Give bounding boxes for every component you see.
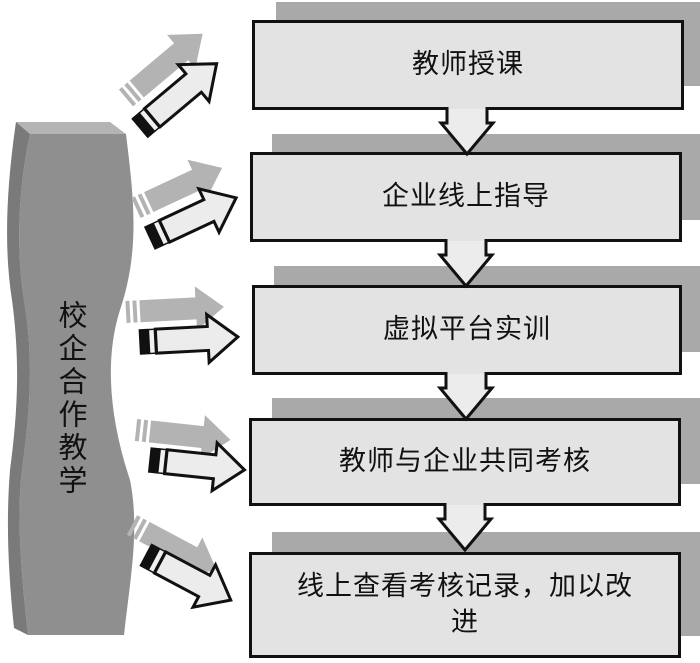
side-arrow-body bbox=[143, 186, 239, 250]
side-arrow-shadow bbox=[126, 515, 217, 577]
source-label: 校企合作教学 bbox=[54, 300, 88, 498]
side-arrow-3 bbox=[125, 286, 241, 366]
step-box-5: 线上查看考核记录，加以改进 bbox=[249, 552, 681, 658]
side-arrow-5 bbox=[126, 515, 233, 610]
banner-left-edge bbox=[7, 122, 31, 635]
down-arrow-3 bbox=[436, 369, 496, 422]
side-arrow-body bbox=[147, 439, 247, 494]
side-arrow-4 bbox=[134, 415, 247, 494]
source-banner bbox=[7, 122, 135, 635]
side-arrow-shadow bbox=[134, 415, 231, 459]
side-arrow-shadow bbox=[125, 286, 224, 331]
down-arrow-4 bbox=[435, 500, 495, 553]
step-box-1: 教师授课 bbox=[252, 20, 684, 110]
banner-top-face bbox=[16, 122, 126, 134]
down-arrow-1 bbox=[437, 104, 497, 157]
step-label: 企业线上指导 bbox=[382, 180, 550, 212]
side-arrow-shadow bbox=[118, 33, 203, 107]
step-label: 教师与企业共同考核 bbox=[339, 445, 591, 477]
step-label: 教师授课 bbox=[412, 48, 524, 80]
step-label: 线上查看考核记录，加以改进 bbox=[297, 570, 633, 638]
side-arrow-body bbox=[131, 62, 219, 139]
step-label: 虚拟平台实训 bbox=[383, 313, 551, 345]
side-arrow-1 bbox=[118, 33, 219, 139]
side-arrow-body bbox=[138, 311, 241, 366]
side-arrow-body bbox=[139, 543, 233, 610]
step-box-4: 教师与企业共同考核 bbox=[249, 418, 681, 506]
banner-body bbox=[19, 134, 135, 635]
side-arrow-2 bbox=[131, 159, 239, 250]
side-arrow-shadow bbox=[131, 159, 223, 218]
down-arrow-2 bbox=[436, 236, 496, 289]
